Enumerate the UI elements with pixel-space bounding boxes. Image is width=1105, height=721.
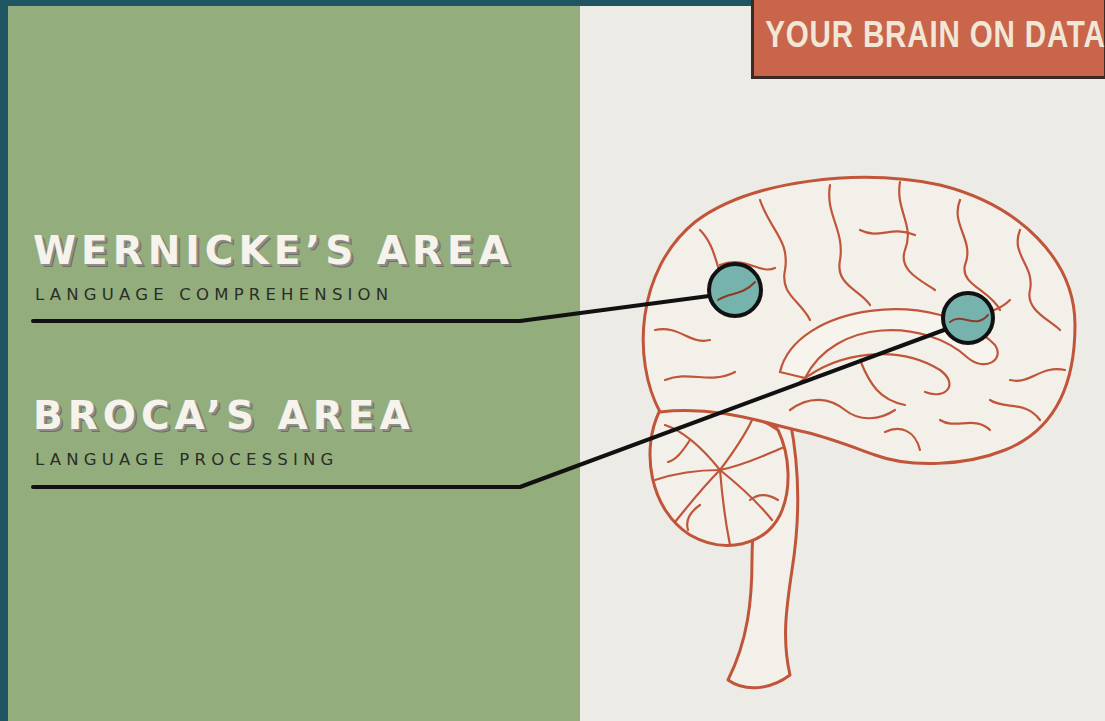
region-function: LANGUAGE COMPREHENSION bbox=[35, 285, 575, 304]
region-name: WERNICKE’S AREA bbox=[33, 228, 593, 273]
region-marker bbox=[709, 264, 761, 316]
cerebellum bbox=[650, 406, 788, 545]
cerebrum bbox=[643, 178, 1075, 464]
green-panel bbox=[8, 6, 580, 721]
region-name: BROCA’S AREA bbox=[33, 393, 593, 438]
title-banner: YOUR BRAIN ON DATA bbox=[751, 0, 1105, 79]
leader-line bbox=[33, 330, 944, 487]
title-text: YOUR BRAIN ON DATA bbox=[754, 14, 1105, 56]
region-function: LANGUAGE PROCESSING bbox=[35, 450, 575, 469]
region-marker bbox=[943, 293, 993, 343]
